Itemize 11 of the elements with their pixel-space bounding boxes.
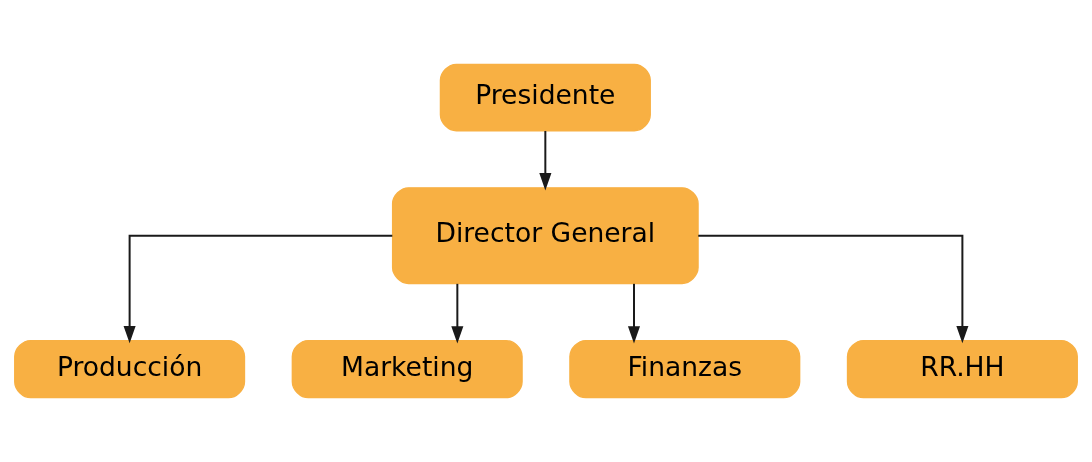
- arrow: [539, 129, 552, 191]
- arrow: [697, 234, 969, 344]
- arrow: [627, 282, 641, 344]
- node-box: Marketing: [291, 339, 523, 399]
- node-box: Finanzas: [569, 339, 801, 399]
- node-box: Presidente: [439, 63, 651, 132]
- arrow: [123, 234, 394, 344]
- node-box: Director General: [391, 187, 699, 285]
- arrow: [451, 282, 464, 344]
- node-box: RR.HH: [846, 339, 1078, 399]
- node-box: Producción: [14, 339, 246, 399]
